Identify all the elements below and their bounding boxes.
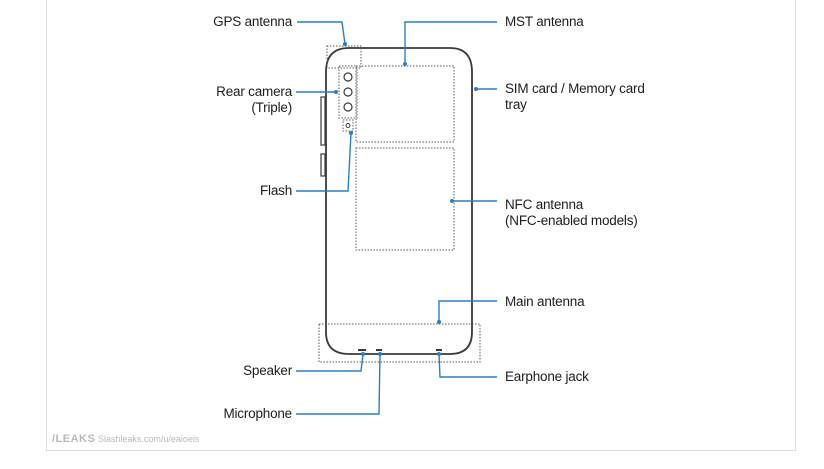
camera-lens-3 bbox=[343, 102, 353, 112]
microphone-dot bbox=[378, 352, 382, 356]
flash-label: Flash bbox=[259, 183, 292, 198]
earphone-jack-leader bbox=[438, 353, 497, 378]
nfc-antenna-region bbox=[355, 147, 455, 251]
gps-antenna-region bbox=[326, 45, 362, 69]
main-antenna-region bbox=[318, 323, 481, 363]
speaker-dot bbox=[361, 352, 365, 356]
camera-lens-1 bbox=[343, 72, 353, 82]
rear-camera-label: Rear camera (Triple) bbox=[216, 84, 292, 116]
earphone-jack-label: Earphone jack bbox=[505, 369, 589, 384]
sim-tray-label: SIM card / Memory card tray bbox=[505, 81, 645, 113]
gps-dot bbox=[343, 42, 347, 46]
flash-leader bbox=[296, 132, 352, 192]
rear-camera-label-line1: Rear camera bbox=[216, 84, 292, 99]
mst-dot bbox=[403, 62, 407, 66]
speaker-label: Speaker bbox=[243, 363, 292, 378]
nfc-dot bbox=[450, 199, 454, 203]
sim-dot bbox=[474, 87, 478, 91]
phone-outline bbox=[325, 47, 473, 355]
main-antenna-dot bbox=[437, 320, 441, 324]
gps-leader bbox=[297, 21, 346, 45]
watermark-brand: /LEAKS bbox=[52, 433, 96, 445]
main-antenna-label: Main antenna bbox=[505, 294, 585, 309]
gps-antenna-label: GPS antenna bbox=[213, 14, 292, 29]
camera-dot bbox=[334, 90, 338, 94]
flash-region bbox=[342, 119, 354, 132]
camera-lens-2 bbox=[343, 87, 353, 97]
rear-camera-region bbox=[338, 65, 358, 119]
diagram-frame bbox=[46, 0, 796, 451]
volume-key bbox=[320, 96, 326, 146]
nfc-antenna-label-line2: (NFC-enabled models) bbox=[505, 213, 638, 228]
main-antenna-leader bbox=[438, 300, 497, 322]
side-key bbox=[320, 153, 326, 177]
mst-leader bbox=[404, 21, 497, 64]
sim-tray-label-line2: tray bbox=[505, 97, 527, 112]
rear-camera-label-line2: (Triple) bbox=[251, 100, 292, 115]
mst-antenna-region bbox=[355, 65, 455, 143]
flash-light bbox=[345, 123, 351, 128]
nfc-antenna-label: NFC antenna (NFC-enabled models) bbox=[505, 197, 638, 229]
watermark-text: Slashleaks.com/u/eaioeis bbox=[97, 434, 200, 444]
earphone-dot bbox=[437, 352, 441, 356]
mst-antenna-label: MST antenna bbox=[505, 14, 584, 29]
watermark: /LEAKS Slashleaks.com/u/eaioeis bbox=[52, 433, 199, 445]
microphone-leader bbox=[296, 353, 381, 415]
flash-dot bbox=[349, 131, 353, 135]
microphone-label: Microphone bbox=[223, 406, 292, 421]
sim-tray-label-line1: SIM card / Memory card bbox=[505, 81, 645, 96]
nfc-antenna-label-line1: NFC antenna bbox=[505, 197, 584, 212]
speaker-leader bbox=[296, 353, 364, 372]
